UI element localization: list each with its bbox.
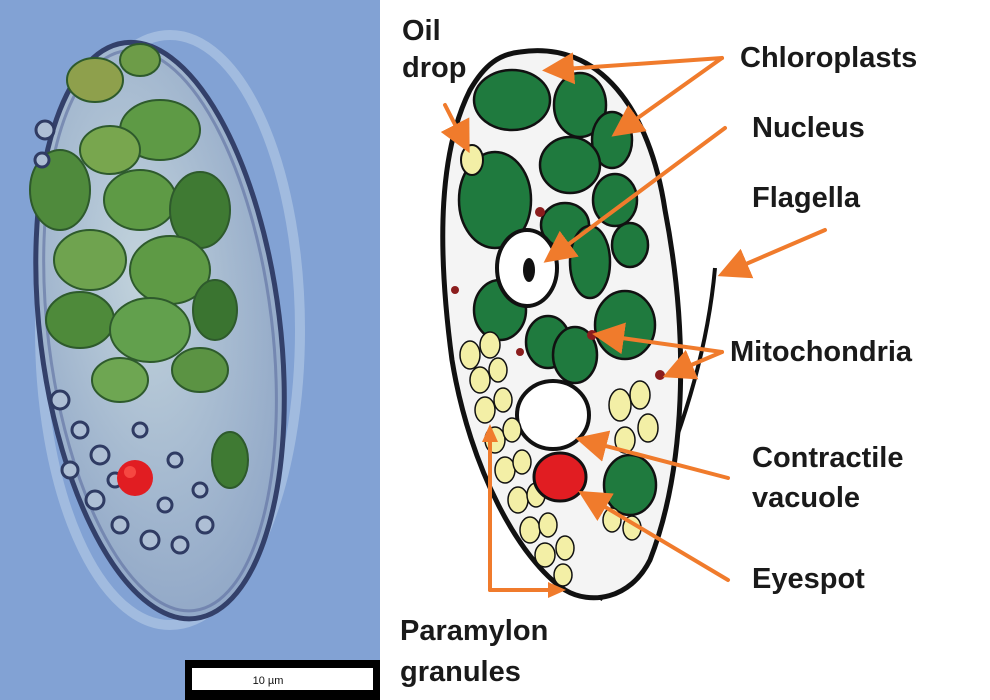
label-oil-drop-line2: drop: [402, 52, 466, 85]
diagram-nucleus: [497, 230, 557, 306]
micrograph-eyespot: [117, 460, 153, 496]
arrow-chloroplasts-2: [618, 58, 722, 132]
scale-bar-label: 10 µm: [253, 675, 284, 687]
label-nucleus: Nucleus: [752, 112, 865, 145]
diagram-eyespot: [534, 453, 586, 501]
micrograph-panel: [0, 0, 380, 700]
diagram-panel: [443, 51, 715, 600]
label-paramylon-line2: granules: [400, 656, 521, 689]
label-contractile-line2: vacuole: [752, 482, 860, 515]
label-flagella: Flagella: [752, 182, 860, 215]
diagram-contractile-vacuole: [517, 381, 589, 449]
arrow-flagella: [725, 230, 825, 273]
label-eyespot: Eyespot: [752, 563, 865, 596]
label-oil-drop-line1: Oil: [402, 15, 441, 48]
label-paramylon-line1: Paramylon: [400, 615, 548, 648]
diagram-oil-drop: [461, 145, 483, 175]
label-contractile-line1: Contractile: [752, 442, 903, 475]
label-mitochondria: Mitochondria: [730, 336, 912, 369]
label-chloroplasts: Chloroplasts: [740, 42, 917, 75]
